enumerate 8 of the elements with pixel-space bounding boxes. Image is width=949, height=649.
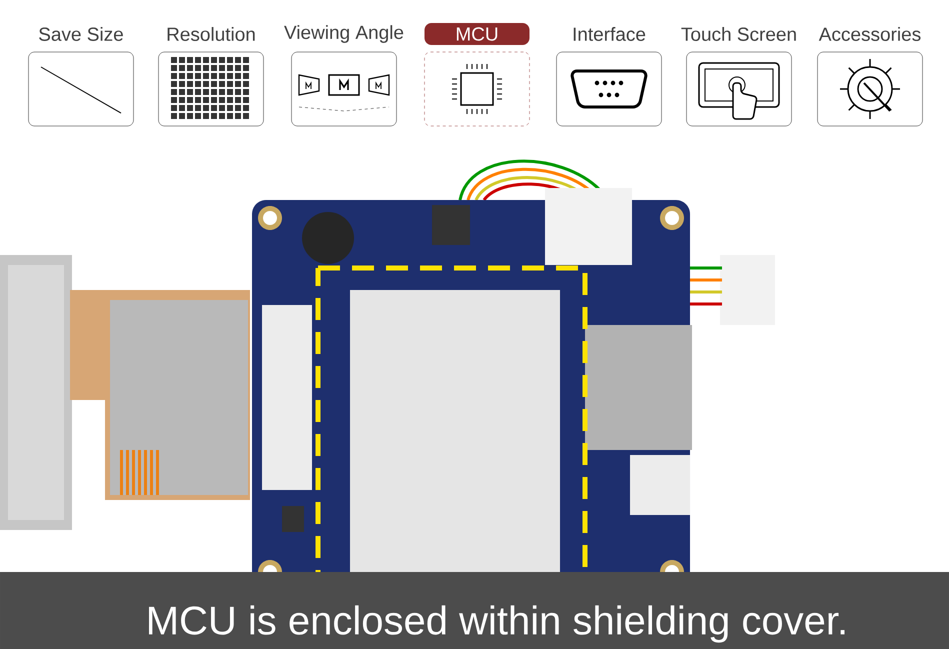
tab-label: Touch Screen bbox=[681, 27, 796, 41]
tab-label: Accessories bbox=[818, 27, 921, 41]
caption-band: MCU is enclosed within shielding cover. bbox=[0, 572, 949, 649]
tab-label: Interface bbox=[574, 27, 646, 41]
tab-label: MCU bbox=[424, 23, 530, 45]
tab-label: Resolution bbox=[168, 27, 255, 41]
tab-label: Viewing Angle bbox=[284, 25, 404, 43]
tab-label: Save Size bbox=[39, 27, 123, 41]
